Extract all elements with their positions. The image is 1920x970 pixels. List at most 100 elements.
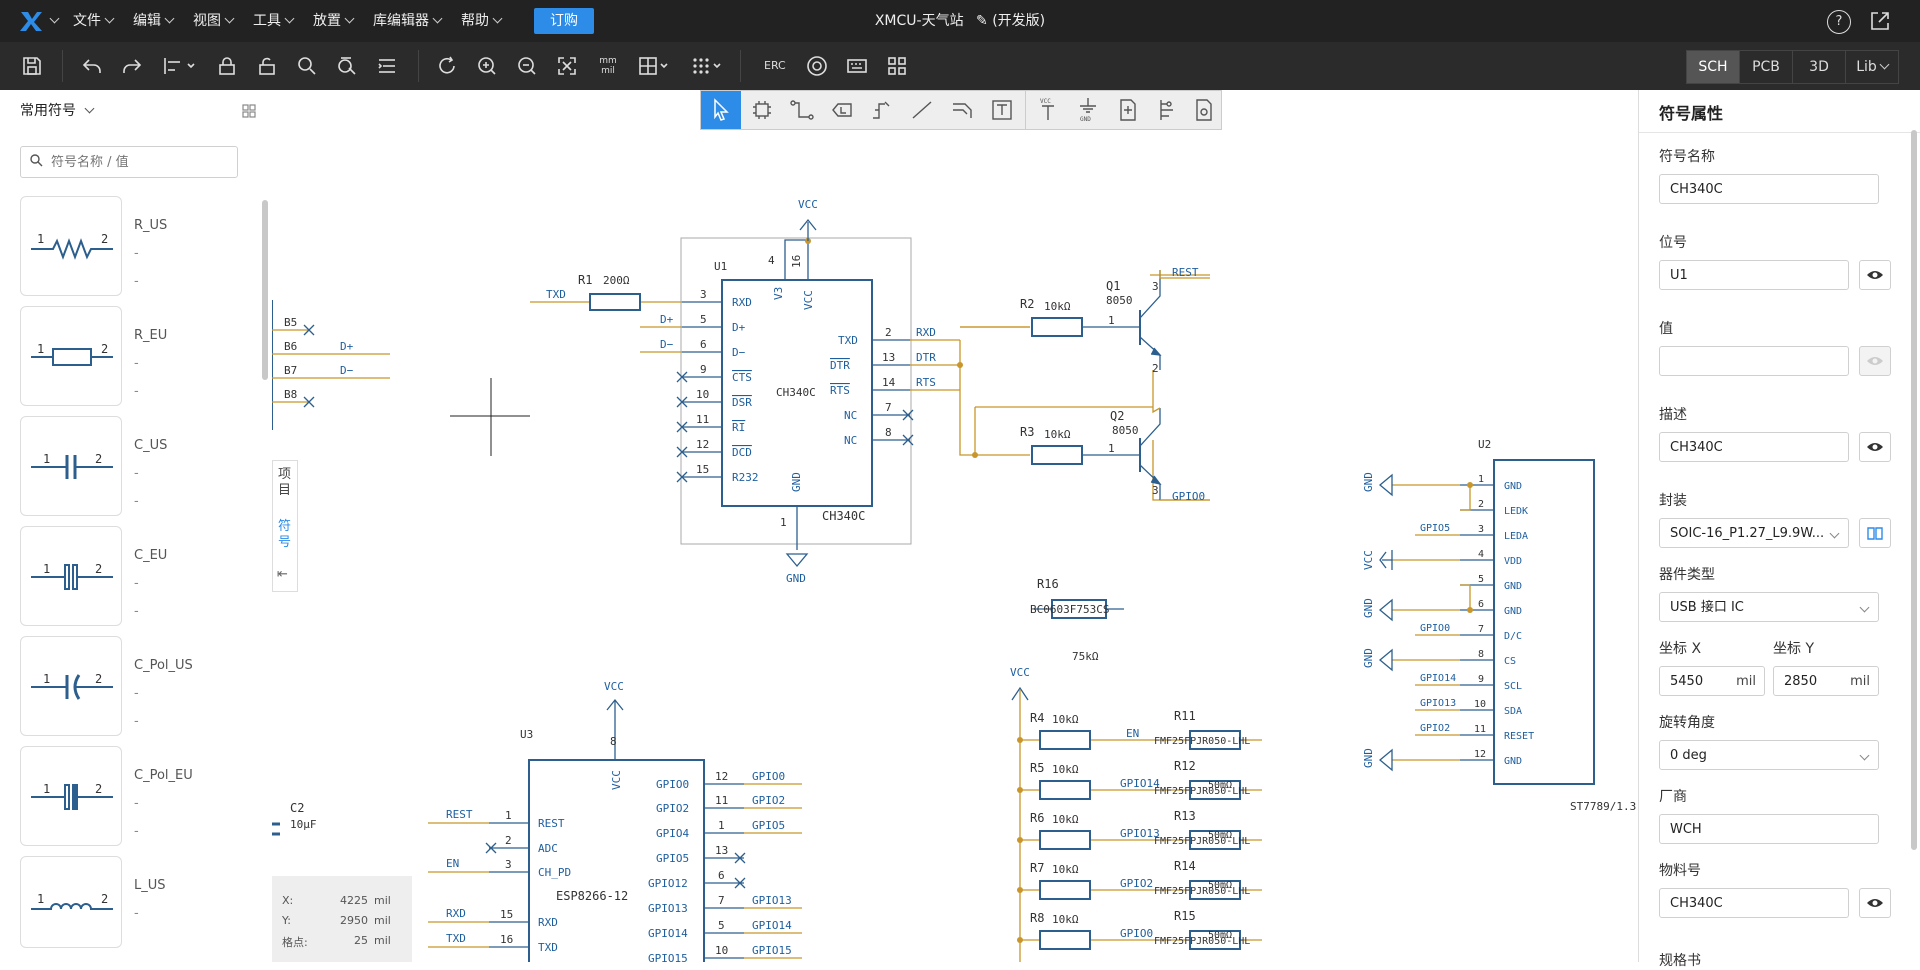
place-component-icon[interactable] (745, 96, 779, 124)
component-c2[interactable]: C2 10μF (272, 801, 317, 834)
svg-text:6: 6 (1478, 599, 1484, 610)
svg-text:D−: D− (340, 364, 354, 377)
symbol-search[interactable] (20, 146, 238, 178)
gnd-port-icon[interactable]: GND (1071, 96, 1105, 124)
tab-symbol[interactable]: 符号 (278, 519, 292, 551)
symbol-card-l-us[interactable]: 1 2 (20, 856, 122, 948)
view-sch-button[interactable]: SCH (1686, 50, 1740, 84)
pullup-resistor-array[interactable]: VCC R4 R5 R6 R7 R8 10kΩ 10kΩ 10kΩ 10kΩ 1… (1010, 666, 1262, 962)
edit-pencil-icon[interactable]: ✎ (976, 0, 988, 42)
menu-file[interactable]: 文件 (73, 0, 113, 42)
footprint-library-icon[interactable] (1859, 518, 1891, 548)
collapse-panel-icon[interactable]: ⇤ (277, 567, 288, 582)
svg-text:RI: RI (732, 421, 745, 434)
keyboard-icon[interactable] (845, 54, 869, 78)
redo-icon[interactable] (120, 54, 144, 78)
svg-text:50mΩ: 50mΩ (1208, 780, 1232, 791)
undo-icon[interactable] (80, 54, 104, 78)
save-icon[interactable] (20, 54, 44, 78)
symbol-card-r-us[interactable]: 1 2 (20, 196, 122, 296)
description-field[interactable]: CH340C (1659, 432, 1849, 462)
symbol-card-r-eu[interactable]: 1 2 (20, 306, 122, 406)
app-logo-icon[interactable] (18, 9, 46, 33)
refresh-icon[interactable] (435, 54, 459, 78)
symbol-card-c-eu[interactable]: 1 2 (20, 526, 122, 626)
zoom-out-icon[interactable] (515, 54, 539, 78)
designator-visibility-icon[interactable] (1859, 260, 1891, 290)
find-replace-icon[interactable] (335, 54, 359, 78)
bus-connector[interactable]: B5 B6 B7 B8 D+ D− (272, 300, 390, 430)
properties-scrollbar[interactable] (1911, 130, 1917, 850)
value-field[interactable] (1659, 346, 1849, 376)
zoom-in-icon[interactable] (475, 54, 499, 78)
value-visibility-icon[interactable] (1859, 346, 1891, 376)
grid-type-icon[interactable] (637, 54, 673, 78)
component-r1[interactable]: R1 200Ω (578, 273, 640, 310)
menu-library-editor[interactable]: 库编辑器 (373, 0, 441, 42)
device-type-select[interactable]: USB 接口 IC (1659, 592, 1879, 622)
component-u3[interactable]: U3 ESP8266-12 VCC 8 VCC 1 2 3 15 16 REST… (428, 680, 802, 962)
component-u1[interactable]: U1 CH340C CH340C 4 16 V3 VCC VCC 1 GND G… (677, 198, 913, 585)
coord-y-label: Y: (282, 914, 291, 927)
menu-help[interactable]: 帮助 (461, 0, 501, 42)
schematic-drawing[interactable]: B5 B6 B7 B8 D+ D− U1 CH340C CH340C 4 16 … (272, 90, 1638, 962)
symbol-category-dropdown[interactable]: 常用符号 (20, 100, 93, 120)
coord-y-field[interactable]: 2850 mil (1773, 666, 1879, 696)
text-tool-icon[interactable] (985, 96, 1019, 124)
dot-grid-icon[interactable] (690, 54, 726, 78)
app-logo-chevron-icon[interactable] (46, 13, 58, 29)
pin-list-icon[interactable] (1151, 96, 1185, 124)
bus-tool-icon[interactable] (945, 96, 979, 124)
part-number-visibility-icon[interactable] (1859, 888, 1891, 918)
designator-field[interactable]: U1 (1659, 260, 1849, 290)
rotation-select[interactable]: 0 deg (1659, 740, 1879, 770)
help-icon[interactable]: ? (1827, 10, 1851, 34)
grid-view-icon[interactable] (242, 104, 256, 118)
net-label-icon[interactable] (825, 96, 859, 124)
menu-tools[interactable]: 工具 (253, 0, 293, 42)
schematic-canvas[interactable]: B5 B6 B7 B8 D+ D− U1 CH340C CH340C 4 16 … (272, 90, 1638, 962)
menu-view[interactable]: 视图 (193, 0, 233, 42)
align-icon[interactable] (162, 54, 198, 78)
symbol-card-c-pol-eu[interactable]: 1 2 (20, 746, 122, 846)
symbol-card-c-us[interactable]: 1 2 (20, 416, 122, 516)
layout-grid-icon[interactable] (885, 54, 909, 78)
select-tool-icon[interactable] (701, 91, 741, 129)
symbol-list-scrollbar[interactable] (262, 200, 268, 380)
menu-place[interactable]: 放置 (313, 0, 353, 42)
footprint-select[interactable]: SOIC-16_P1.27_L9.9W... (1659, 518, 1849, 548)
order-button[interactable]: 订购 (534, 8, 594, 34)
symbol-search-input[interactable] (49, 151, 233, 173)
component-q1[interactable]: Q1 8050 3 2 REST (1106, 266, 1210, 375)
sync-icon[interactable] (805, 54, 829, 78)
symbol-name-field[interactable]: CH340C (1659, 174, 1879, 204)
fit-view-icon[interactable] (555, 54, 579, 78)
component-r16[interactable]: R16 BC0603F753CS 75kΩ (1030, 577, 1124, 663)
view-3d-button[interactable]: 3D (1792, 50, 1846, 84)
svg-text:RTS: RTS (830, 384, 850, 397)
manufacturer-field[interactable]: WCH (1659, 814, 1879, 844)
lock-icon[interactable] (215, 54, 239, 78)
tab-project[interactable]: 项目 (278, 467, 292, 499)
erc-button[interactable]: ERC (764, 54, 794, 78)
description-visibility-icon[interactable] (1859, 432, 1891, 462)
line-tool-icon[interactable] (905, 96, 939, 124)
view-lib-button[interactable]: Lib (1845, 50, 1899, 84)
net-list-icon[interactable] (375, 54, 399, 78)
component-u2[interactable]: U2 ST7789/1.3 1 2 3 4 5 6 7 8 9 10 11 12… (1362, 438, 1636, 813)
search-icon[interactable] (295, 54, 319, 78)
document-tool-icon[interactable] (1187, 96, 1221, 124)
symbol-card-c-pol-us[interactable]: 1 2 (20, 636, 122, 736)
part-number-field[interactable]: CH340C (1659, 888, 1849, 918)
unit-toggle[interactable]: mm mil (593, 56, 623, 80)
view-pcb-button[interactable]: PCB (1739, 50, 1793, 84)
svg-text:RXD: RXD (446, 907, 466, 920)
add-sheet-icon[interactable] (1111, 96, 1145, 124)
bus-entry-icon[interactable] (865, 96, 899, 124)
coord-x-field[interactable]: 5450 mil (1659, 666, 1765, 696)
unlock-icon[interactable] (255, 54, 279, 78)
menu-edit[interactable]: 编辑 (133, 0, 173, 42)
wire-tool-icon[interactable] (785, 96, 819, 124)
vcc-port-icon[interactable]: VCC (1031, 96, 1065, 124)
open-external-icon[interactable] (1868, 9, 1892, 33)
